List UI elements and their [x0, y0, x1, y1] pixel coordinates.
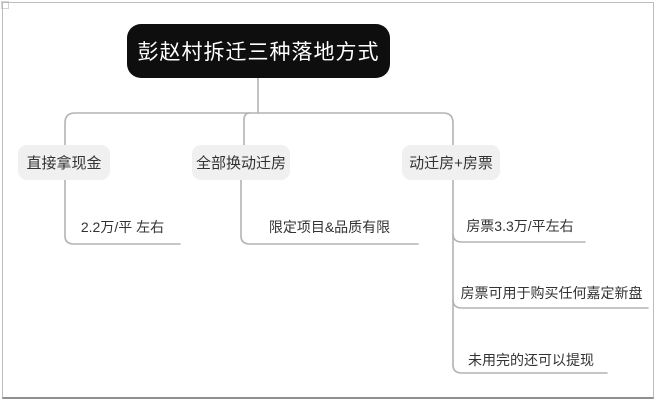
leaf-relocation-limit[interactable]: 限定项目&品质有限 — [268, 219, 391, 235]
branch-node-relocation-housing[interactable]: 全部换动迁房 — [192, 145, 290, 180]
corner-artifact — [1, 1, 9, 9]
connector-leaf-ticket-price — [452, 233, 586, 243]
leaf-ticket-usage[interactable]: 房票可用于购买任何嘉定新盘 — [460, 285, 643, 301]
leaf-cash-price[interactable]: 2.2万/平 左右 — [80, 219, 165, 235]
connector-leaf-ticket-cashout — [452, 364, 608, 374]
branch-node-cash[interactable]: 直接拿现金 — [18, 145, 110, 180]
connector-leaf-cash — [64, 179, 181, 245]
branch-node-housing-ticket[interactable]: 动迁房+房票 — [402, 145, 500, 180]
leaf-ticket-cashout[interactable]: 未用完的还可以提现 — [468, 352, 594, 368]
connector-spine — [64, 112, 454, 147]
root-node-title[interactable]: 彭赵村拆迁三种落地方式 — [127, 24, 390, 78]
connector-leaf-relocation — [240, 179, 419, 245]
connector-mid-drop — [243, 112, 251, 147]
connector-leaf-ticket-use — [452, 299, 649, 309]
leaf-ticket-price[interactable]: 房票3.3万/平左右 — [466, 218, 574, 234]
